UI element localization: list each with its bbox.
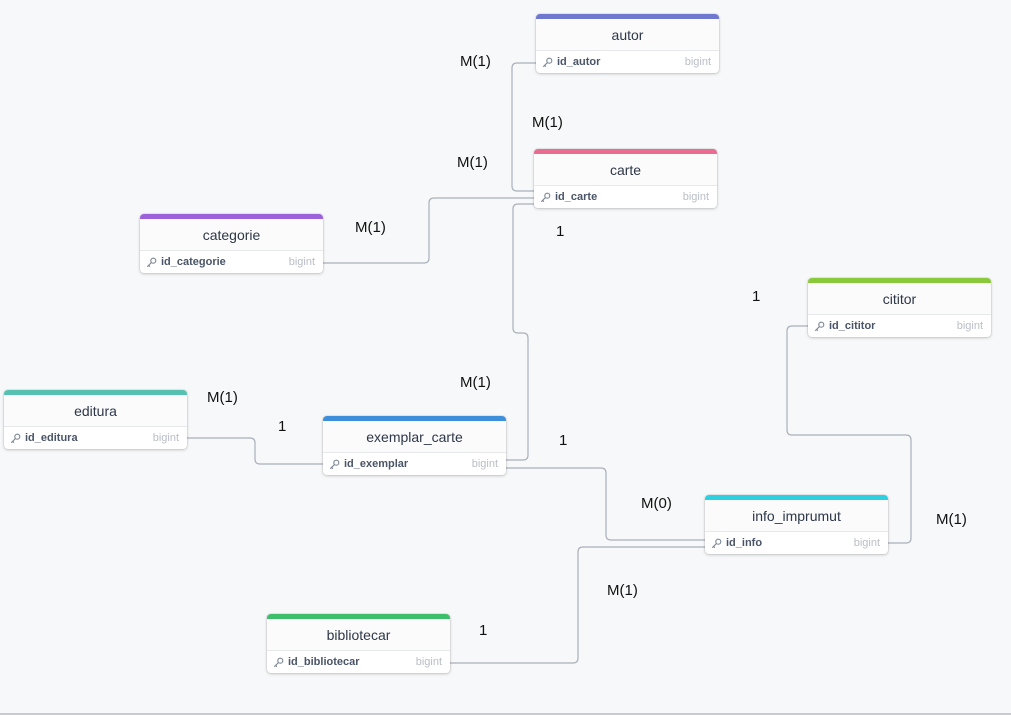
connector-exemplar-info [506, 467, 706, 541]
key-icon [146, 256, 159, 269]
cardinality-label: 1 [752, 288, 761, 305]
cardinality-label: M(1) [355, 219, 386, 236]
cardinality-label: M(1) [207, 389, 238, 406]
table-exemplar-carte[interactable]: exemplar_carte id_exemplar bigint [323, 416, 506, 475]
column-name: id_bibliotecar [288, 656, 360, 668]
cardinality-label: 1 [479, 622, 488, 639]
table-column-row[interactable]: id_carte bigint [534, 186, 717, 208]
table-bibliotecar[interactable]: bibliotecar id_bibliotecar bigint [267, 614, 450, 673]
connector-bibliotecar-info [450, 546, 706, 664]
key-icon [814, 320, 827, 333]
connector-autor-carte [511, 62, 536, 192]
table-column-row[interactable]: id_exemplar bigint [323, 453, 506, 475]
table-accent-bibliotecar [267, 614, 450, 619]
canvas-bottom-border [0, 713, 1011, 715]
column-name: id_editura [25, 432, 78, 444]
table-accent-categorie [140, 214, 323, 219]
cardinality-label: M(1) [532, 114, 563, 131]
table-editura[interactable]: editura id_editura bigint [4, 390, 187, 449]
column-name: id_categorie [161, 256, 226, 268]
column-type: bigint [682, 191, 709, 203]
key-icon [711, 537, 724, 550]
cardinality-label: 1 [559, 432, 568, 449]
table-info-imprumut[interactable]: info_imprumut id_info bigint [705, 495, 888, 554]
table-title: bibliotecar [267, 619, 450, 651]
column-type: bigint [288, 256, 315, 268]
table-accent-cititor [808, 278, 991, 283]
column-name: id_info [726, 537, 763, 549]
table-column-row[interactable]: id_cititor bigint [808, 315, 991, 337]
cardinality-label: 1 [278, 418, 287, 435]
table-categorie[interactable]: categorie id_categorie bigint [140, 214, 323, 273]
table-title: exemplar_carte [323, 421, 506, 453]
table-column-row[interactable]: id_editura bigint [4, 427, 187, 449]
column-name: id_exemplar [344, 458, 409, 470]
key-icon [540, 191, 553, 204]
table-title: autor [536, 19, 719, 51]
cardinality-label: M(0) [641, 495, 672, 512]
table-column-row[interactable]: id_info bigint [705, 532, 888, 554]
table-accent-info-imprumut [705, 495, 888, 500]
table-column-row[interactable]: id_bibliotecar bigint [267, 651, 450, 673]
key-icon [273, 656, 286, 669]
column-type: bigint [853, 537, 880, 549]
table-title: info_imprumut [705, 500, 888, 532]
table-column-row[interactable]: id_categorie bigint [140, 251, 323, 273]
connector-cititor-info [786, 325, 912, 544]
cardinality-label: M(1) [607, 582, 638, 599]
table-cititor[interactable]: cititor id_cititor bigint [808, 278, 991, 337]
connector-carte-exemplar [506, 203, 536, 461]
table-accent-carte [534, 149, 717, 154]
column-name: id_cititor [829, 320, 876, 332]
cardinality-label: M(1) [460, 374, 491, 391]
column-name: id_autor [557, 56, 601, 68]
table-title: categorie [140, 219, 323, 251]
column-type: bigint [684, 56, 711, 68]
cardinality-label: M(1) [457, 154, 488, 171]
table-title: carte [534, 154, 717, 186]
cardinality-label: M(1) [936, 511, 967, 528]
connector-editura-exemplar [187, 437, 323, 465]
column-name: id_carte [555, 191, 598, 203]
connector-categorie-carte [323, 197, 536, 264]
table-title: editura [4, 395, 187, 427]
column-type: bigint [152, 432, 179, 444]
column-type: bigint [471, 458, 498, 470]
cardinality-label: 1 [556, 223, 565, 240]
column-type: bigint [956, 320, 983, 332]
table-autor[interactable]: autor id_autor bigint [536, 14, 719, 73]
key-icon [542, 56, 555, 69]
table-column-row[interactable]: id_autor bigint [536, 51, 719, 73]
key-icon [10, 432, 23, 445]
cardinality-label: M(1) [460, 53, 491, 70]
key-icon [329, 458, 342, 471]
column-type: bigint [415, 656, 442, 668]
table-title: cititor [808, 283, 991, 315]
table-accent-editura [4, 390, 187, 395]
table-accent-exemplar-carte [323, 416, 506, 421]
table-carte[interactable]: carte id_carte bigint [534, 149, 717, 208]
table-accent-autor [536, 14, 719, 19]
